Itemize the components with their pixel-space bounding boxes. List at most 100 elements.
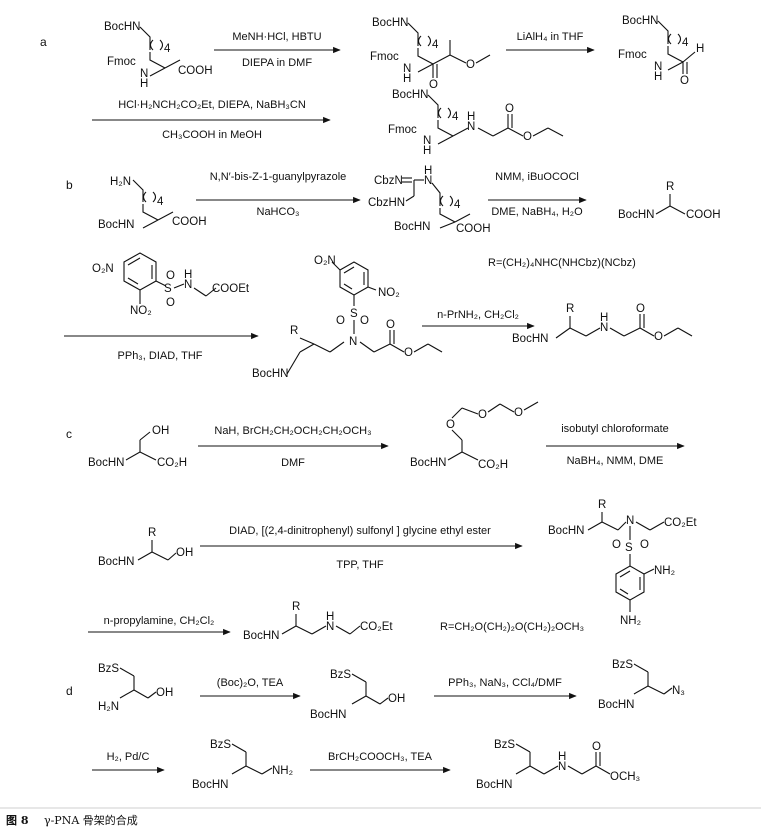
svg-text:OCH₃: OCH₃ [610,771,641,783]
svg-text:OH: OH [176,547,193,559]
a-product-compound: BocHN 4 N H O O Fmoc N H [388,89,564,157]
svg-text:CbzHN: CbzHN [368,197,405,209]
svg-text:BocHN: BocHN [598,699,634,711]
svg-text:O: O [640,539,649,551]
svg-text:NH₂: NH₂ [620,615,641,627]
svg-text:R: R [598,499,606,511]
svg-text:4: 4 [432,39,439,51]
svg-text:BzS: BzS [210,739,231,751]
reaction-arrow-d4: BrCH₂COOCH₃, TEA [310,751,451,774]
svg-text:HCl·H₂NCH₂CO₂Et, DIEPA, NaBH₃C: HCl·H₂NCH₂CO₂Et, DIEPA, NaBH₃CN [118,99,306,111]
svg-text:BocHN: BocHN [252,368,288,380]
svg-text:S: S [625,542,633,554]
reaction-arrow-c3: DIAD, [(2,4-dinitrophenyl) sulfonyl ] gl… [200,525,523,571]
svg-text:BzS: BzS [98,663,119,675]
svg-text:BocHN: BocHN [476,779,512,791]
svg-text:R: R [666,181,674,193]
svg-text:OH: OH [152,425,169,437]
svg-text:O: O [505,103,514,115]
svg-text:O: O [336,315,345,327]
svg-text:OH: OH [388,693,405,705]
section-label-a: a [40,35,47,49]
svg-text:(Boc)₂O, TEA: (Boc)₂O, TEA [217,677,284,689]
svg-text:H: H [696,43,704,55]
svg-text:H: H [600,312,608,324]
a-aldehyde-compound: BocHN 4 H O Fmoc N H [618,15,704,87]
b-guanyl-compound: CbzN N H CbzHN 4 COOH BocHN [368,165,491,235]
reaction-arrow-b3: PPh₃, DIAD, THF [64,332,259,362]
d-backbone-compound: BzS N H O OCH₃ BocHN [476,739,641,791]
svg-text:NO₂: NO₂ [130,305,152,317]
svg-text:H₂N: H₂N [110,176,131,188]
d-azide-compound: BzS N₃ BocHN [598,659,685,711]
svg-text:H: H [467,111,475,123]
svg-text:4: 4 [454,199,461,211]
svg-text:BocHN: BocHN [512,333,548,345]
c-r-group-note: R=CH₂O(CH₂)₂O(CH₂)₂OCH₃ [440,621,584,633]
svg-text:R: R [148,527,156,539]
svg-text:BocHN: BocHN [372,17,408,29]
c-backbone-compound: R BocHN N H CO₂Et [243,601,393,642]
svg-text:BocHN: BocHN [310,709,346,721]
d-amine-compound: BzS NH₂ BocHN [192,739,293,791]
svg-text:Fmoc: Fmoc [618,49,647,61]
c-ether-compound: O O O CO₂H BocHN [410,401,539,471]
svg-text:O: O [523,131,532,143]
svg-text:CbzN: CbzN [374,175,403,187]
svg-text:BocHN: BocHN [548,525,584,537]
svg-text:PPh₃, NaN₃, CCl₄/DMF: PPh₃, NaN₃, CCl₄/DMF [448,677,562,689]
c-sulfonamide-compound: R BocHN N CO₂Et S O O NH₂ NH₂ [548,499,697,627]
svg-text:LiAlH₄ in THF: LiAlH₄ in THF [517,31,584,43]
svg-text:R: R [566,303,574,315]
svg-text:N: N [184,279,192,291]
svg-text:4: 4 [452,111,459,123]
svg-text:H₂N: H₂N [98,701,119,713]
svg-text:O: O [612,539,621,551]
svg-text:H: H [654,71,662,83]
svg-text:COOH: COOH [456,223,491,235]
svg-text:Fmoc: Fmoc [107,56,136,68]
svg-text:BocHN: BocHN [104,21,140,33]
svg-text:CO₂H: CO₂H [157,457,187,469]
reaction-arrow-c4: n-propylamine, CH₂Cl₂ [88,615,231,636]
svg-text:O: O [166,297,175,309]
svg-text:isobutyl chloroformate: isobutyl chloroformate [561,423,669,435]
reaction-arrow-c1: NaH, BrCH₂CH₂OCH₂CH₂OCH₃ DMF [198,425,389,469]
b-r-group-note: R=(CH₂)₄NHC(NHCbz)(NCbz) [488,257,636,269]
svg-text:CO₂H: CO₂H [478,459,508,471]
svg-text:R: R [292,601,300,613]
svg-text:4: 4 [164,43,171,55]
b-start-compound: H₂N 4 COOH BocHN [98,176,207,231]
svg-text:H: H [140,78,148,90]
svg-text:n-PrNH₂, CH₂Cl₂: n-PrNH₂, CH₂Cl₂ [437,309,519,321]
figure-number: 图 8 [6,814,29,827]
svg-text:NaBH₄, NMM, DME: NaBH₄, NMM, DME [567,455,664,467]
svg-text:O: O [654,331,663,343]
reaction-arrow-b4: n-PrNH₂, CH₂Cl₂ [422,309,535,330]
b-nosyl-reagent: O₂N S O O N H COOEt NO₂ [92,252,250,317]
svg-text:N: N [467,121,475,133]
svg-text:O₂N: O₂N [314,255,336,267]
c-serine-compound: OH CO₂H BocHN [88,425,187,469]
svg-text:H: H [424,165,432,177]
d-start-compound: BzS OH H₂N [98,663,173,713]
svg-text:BocHN: BocHN [622,15,658,27]
svg-text:H: H [423,145,431,157]
svg-text:S: S [164,283,172,295]
reaction-arrow-d1: (Boc)₂O, TEA [200,677,301,700]
reaction-arrow-a3: HCl·H₂NCH₂CO₂Et, DIEPA, NaBH₃CN CH₃COOH … [92,99,331,141]
svg-text:N,N′-bis-Z-1-guanylpyrazole: N,N′-bis-Z-1-guanylpyrazole [210,171,347,183]
reaction-arrow-b2: NMM, iBuOCOCl DME, NaBH₄, H₂O [488,171,587,218]
c-alcohol-compound: R BocHN OH [98,527,193,568]
a-amide-compound: BocHN 4 O O Fmoc N H [370,17,491,91]
svg-text:BzS: BzS [494,739,515,751]
b-backbone-compound: R BocHN N H O O [512,303,693,345]
svg-text:N₃: N₃ [672,685,685,697]
svg-text:O: O [166,270,175,282]
reaction-arrow-a2: LiAlH₄ in THF [506,31,595,54]
svg-text:NO₂: NO₂ [378,287,400,299]
svg-text:S: S [350,308,358,320]
svg-text:COOEt: COOEt [212,283,250,295]
svg-text:O: O [592,741,601,753]
svg-text:BzS: BzS [612,659,633,671]
